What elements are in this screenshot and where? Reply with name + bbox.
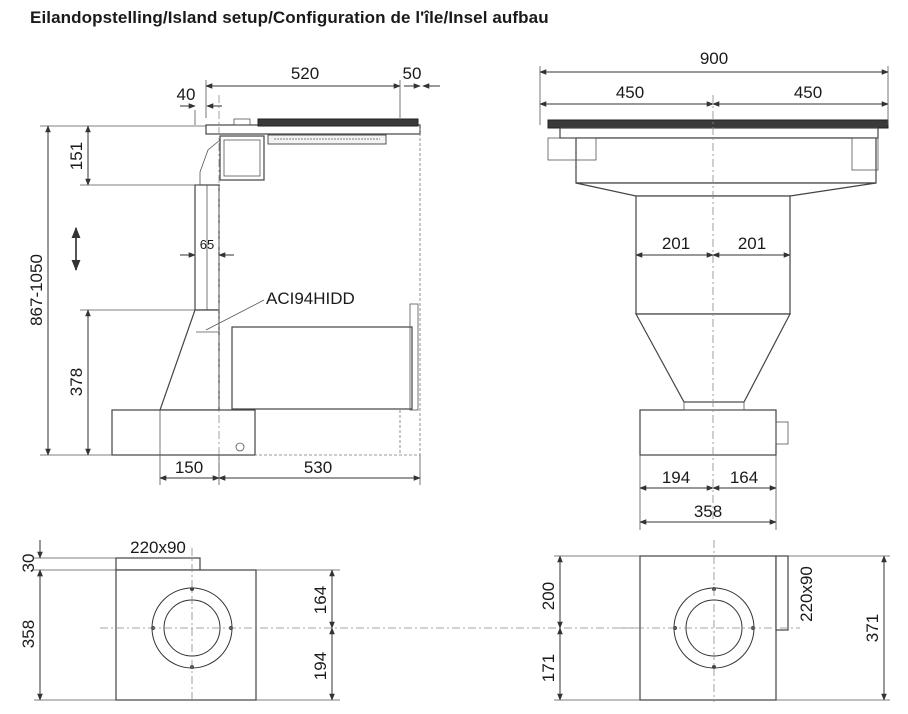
front-hob-glass [547, 119, 889, 129]
side-lower-height-label: 378 [67, 368, 86, 396]
model-label: ACI94HIDD [266, 289, 355, 308]
front-column-left-label: 201 [662, 234, 690, 253]
front-base-box [639, 409, 777, 456]
side-top-right-offset-label: 50 [403, 64, 422, 83]
front-half-right-label: 450 [794, 83, 822, 102]
page-title: Eilandopstelling/Island setup/Configurat… [30, 8, 549, 27]
br-total-label: 371 [863, 614, 882, 642]
bl-base-plan [115, 569, 257, 701]
bl-right-upper-label: 164 [311, 586, 330, 614]
front-column-right-label: 201 [738, 234, 766, 253]
bottom-left-view: 220x90 30 358 164 194 [19, 538, 640, 702]
front-total-width-label: 900 [700, 49, 728, 68]
bl-depth-total-label: 358 [19, 620, 38, 648]
br-duct-outlet [775, 555, 789, 631]
front-top-funnel [575, 182, 877, 197]
br-left-upper-label: 200 [539, 582, 558, 610]
side-filter [267, 134, 387, 145]
front-base-left-label: 194 [662, 468, 690, 487]
side-base-right-label: 530 [304, 458, 332, 477]
front-body [575, 137, 877, 184]
bl-duct-size-label: 220x90 [130, 538, 186, 557]
side-hob-glass [257, 118, 419, 127]
side-top-width-label: 520 [291, 64, 319, 83]
side-base-box [111, 409, 256, 456]
front-base-total-label: 358 [694, 502, 722, 521]
side-exhaust-channel [231, 326, 413, 410]
side-hob-knob [233, 118, 251, 126]
side-transition [159, 309, 220, 411]
front-view: 900 450 450 201 201 194 164 358 [539, 49, 889, 530]
front-hob-frame [559, 127, 879, 139]
side-upper-height-label: 151 [67, 142, 86, 170]
br-duct-size-label: 220x90 [797, 566, 816, 622]
side-fan-housing [219, 135, 265, 181]
bottom-right-view: 200 171 220x90 371 [539, 540, 890, 702]
bl-duct-height-label: 30 [19, 554, 38, 573]
side-duct-width-label: 65 [200, 237, 214, 252]
side-total-height-label: 867-1050 [27, 254, 46, 326]
side-view: 520 50 40 867-1050 151 378 65 ACI94HIDD [27, 64, 440, 485]
bl-duct-outlet [115, 557, 201, 571]
front-half-left-label: 450 [616, 83, 644, 102]
br-left-lower-label: 171 [539, 654, 558, 682]
front-base-right-label: 164 [730, 468, 758, 487]
side-top-left-offset-label: 40 [177, 85, 196, 104]
side-base-left-label: 150 [175, 458, 203, 477]
bl-right-lower-label: 194 [311, 652, 330, 680]
